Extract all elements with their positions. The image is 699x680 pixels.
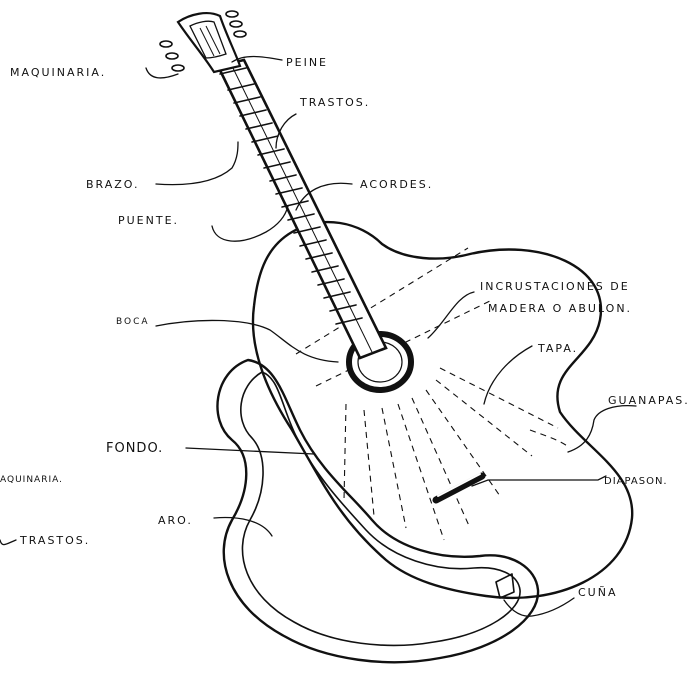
leader-lines	[0, 57, 636, 617]
label-diapason: DIAPASON.	[604, 476, 668, 487]
label-maquinaria-top: MAQUINARIA.	[10, 66, 106, 79]
bridge-saddle	[436, 474, 482, 500]
label-trastos-left: TRASTOS.	[19, 534, 90, 547]
headstock	[160, 11, 246, 72]
wedge	[496, 574, 514, 598]
label-brazo: BRAZO.	[86, 178, 140, 191]
label-acordes: ACORDES.	[360, 178, 433, 191]
label-maquinaria-left: AQUINARIA.	[0, 475, 63, 485]
label-fondo: FONDO.	[106, 441, 163, 456]
label-incrustaciones-line1: INCRUSTACIONES DE	[480, 280, 630, 293]
label-aro: ARO.	[158, 514, 193, 527]
guitar-top	[253, 222, 632, 598]
label-puente: PUENTE.	[118, 214, 179, 227]
label-cuna: CUÑA	[578, 586, 618, 599]
label-guanapas: GUANAPAS.	[608, 394, 690, 407]
label-incrustaciones-line2: MADERA O ABULON.	[488, 302, 632, 315]
label-peine: PEINE	[286, 56, 328, 69]
guitar-back	[217, 360, 538, 662]
label-boca: BOCA	[116, 317, 150, 327]
label-trastos-top: TRASTOS.	[299, 96, 370, 109]
label-tapa: TAPA.	[537, 342, 578, 355]
